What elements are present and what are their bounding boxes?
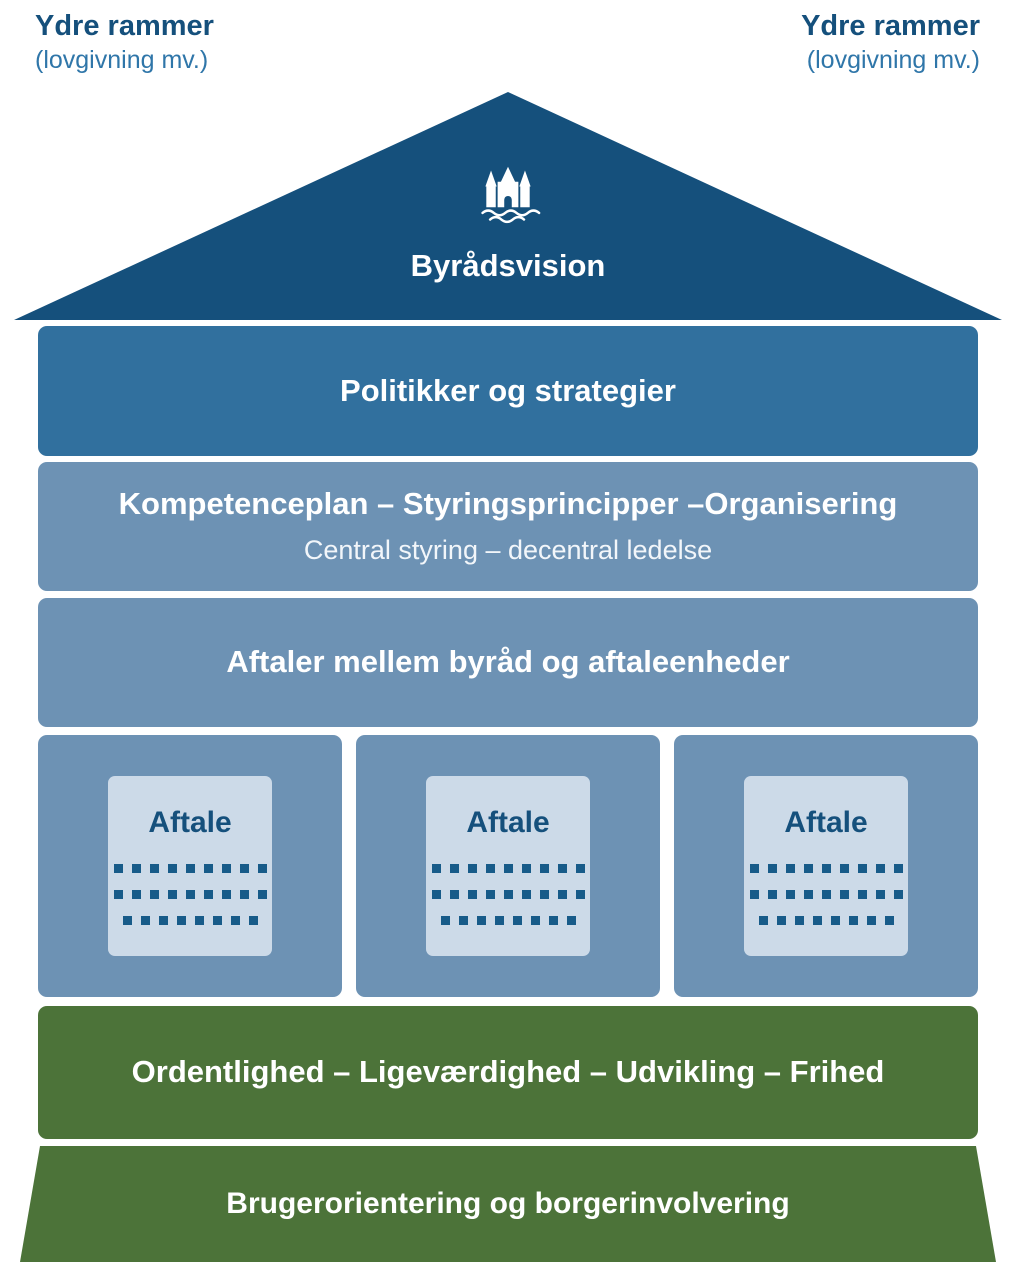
agreement-title: Aftale bbox=[784, 806, 868, 839]
dotted-line bbox=[749, 864, 903, 873]
outer-frame-left: Ydre rammer (lovgivning mv.) bbox=[35, 8, 214, 77]
dotted-line bbox=[749, 890, 903, 899]
bar-politikker-og-strategier: Politikker og strategier bbox=[38, 326, 978, 456]
outer-frame-subtitle: (lovgivning mv.) bbox=[35, 46, 209, 75]
dotted-line bbox=[758, 916, 894, 925]
values-label: Ordentlighed – Ligeværdighed – Udvikling… bbox=[131, 1054, 885, 1090]
bar-aftaler: Aftaler mellem byråd og aftaleenheder bbox=[38, 598, 978, 727]
base-label: Brugerorientering og borgerinvolvering bbox=[226, 1187, 790, 1220]
vision-label: Byrådsvision bbox=[410, 248, 606, 283]
base-foundation: Brugerorientering og borgerinvolvering bbox=[20, 1146, 996, 1262]
dotted-line bbox=[431, 864, 585, 873]
dotted-line bbox=[122, 916, 258, 925]
dotted-line bbox=[113, 890, 267, 899]
bar-sublabel: Central styring – decentral ledelse bbox=[303, 535, 713, 566]
castle-icon bbox=[475, 165, 541, 230]
dotted-line bbox=[440, 916, 576, 925]
dotted-line bbox=[431, 890, 585, 899]
agreement-box: Aftale bbox=[674, 735, 978, 997]
agreement-card: Aftale bbox=[744, 776, 908, 956]
agreement-card: Aftale bbox=[108, 776, 272, 956]
bar-label: Politikker og strategier bbox=[340, 372, 676, 408]
outer-frame-title: Ydre rammer bbox=[801, 10, 980, 42]
outer-frame-title: Ydre rammer bbox=[35, 10, 214, 42]
bar-label: Kompetenceplan – Styringsprincipper –Org… bbox=[118, 486, 898, 522]
bar-label: Aftaler mellem byråd og aftaleenheder bbox=[226, 644, 790, 680]
outer-frame-right: Ydre rammer (lovgivning mv.) bbox=[801, 8, 980, 77]
agreement-card: Aftale bbox=[426, 776, 590, 956]
agreement-box: Aftale bbox=[38, 735, 342, 997]
values-bar: Ordentlighed – Ligeværdighed – Udvikling… bbox=[38, 1006, 978, 1139]
agreements-row: Aftale Aftale Aftale bbox=[38, 735, 978, 997]
outer-frame-subtitle: (lovgivning mv.) bbox=[806, 46, 980, 75]
agreement-box: Aftale bbox=[356, 735, 660, 997]
agreement-title: Aftale bbox=[466, 806, 550, 839]
agreement-title: Aftale bbox=[148, 806, 232, 839]
roof-vision-section: Byrådsvision bbox=[14, 92, 1002, 320]
dotted-line bbox=[113, 864, 267, 873]
bar-kompetenceplan: Kompetenceplan – Styringsprincipper –Org… bbox=[38, 462, 978, 591]
